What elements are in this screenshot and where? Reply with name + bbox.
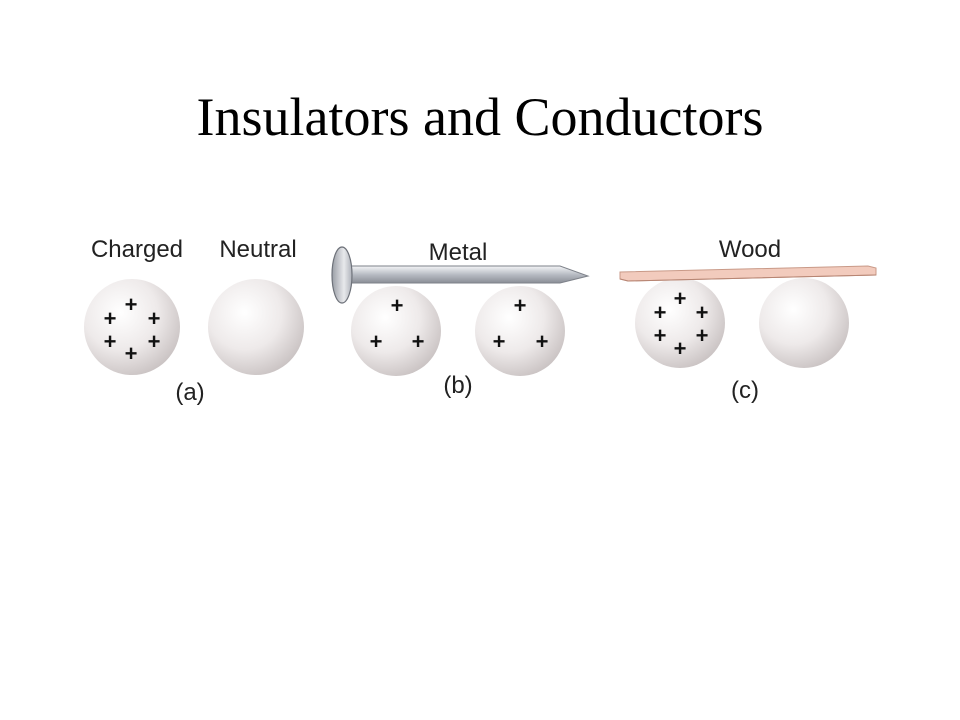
charge-b-r2: + [493, 329, 506, 354]
charge-a-5: + [148, 329, 161, 354]
charge-c-2: + [654, 300, 667, 325]
panel-c: Wood + + + + + + (c) [619, 236, 877, 404]
charge-b-r1: + [514, 293, 527, 318]
charge-a-6: + [125, 341, 138, 366]
charge-c-1: + [674, 286, 687, 311]
sphere-a-charged [84, 279, 180, 375]
panel-a: Charged Neutral + + + + + + (a) [84, 236, 304, 406]
charge-c-4: + [654, 323, 667, 348]
slide-title: Insulators and Conductors [196, 87, 764, 147]
wood-plank-edge [619, 274, 877, 282]
charge-a-1: + [125, 292, 138, 317]
caption-b: (b) [443, 372, 472, 399]
sphere-c-charged [635, 278, 725, 368]
sphere-b-left [351, 286, 441, 376]
label-wood: Wood [719, 236, 781, 263]
charge-a-2: + [104, 306, 117, 331]
charge-b-l2: + [370, 329, 383, 354]
panel-b: Metal + + + + + + (b) [331, 239, 590, 399]
charge-b-l1: + [391, 293, 404, 318]
label-charged: Charged [91, 236, 183, 263]
charge-c-6: + [674, 336, 687, 361]
caption-c: (c) [731, 377, 759, 404]
caption-a: (a) [175, 379, 204, 406]
sphere-a-neutral [208, 279, 304, 375]
sphere-c-neutral [759, 278, 849, 368]
label-metal: Metal [429, 239, 488, 266]
charge-b-r3: + [536, 329, 549, 354]
metal-nail-head [331, 246, 353, 304]
charge-b-l3: + [412, 329, 425, 354]
charge-c-3: + [696, 300, 709, 325]
charge-a-4: + [104, 329, 117, 354]
charge-c-5: + [696, 323, 709, 348]
charge-a-3: + [148, 306, 161, 331]
label-neutral: Neutral [219, 236, 296, 263]
sphere-b-right [475, 286, 565, 376]
wood-plank [619, 265, 877, 282]
metal-nail-shaft [347, 265, 590, 284]
